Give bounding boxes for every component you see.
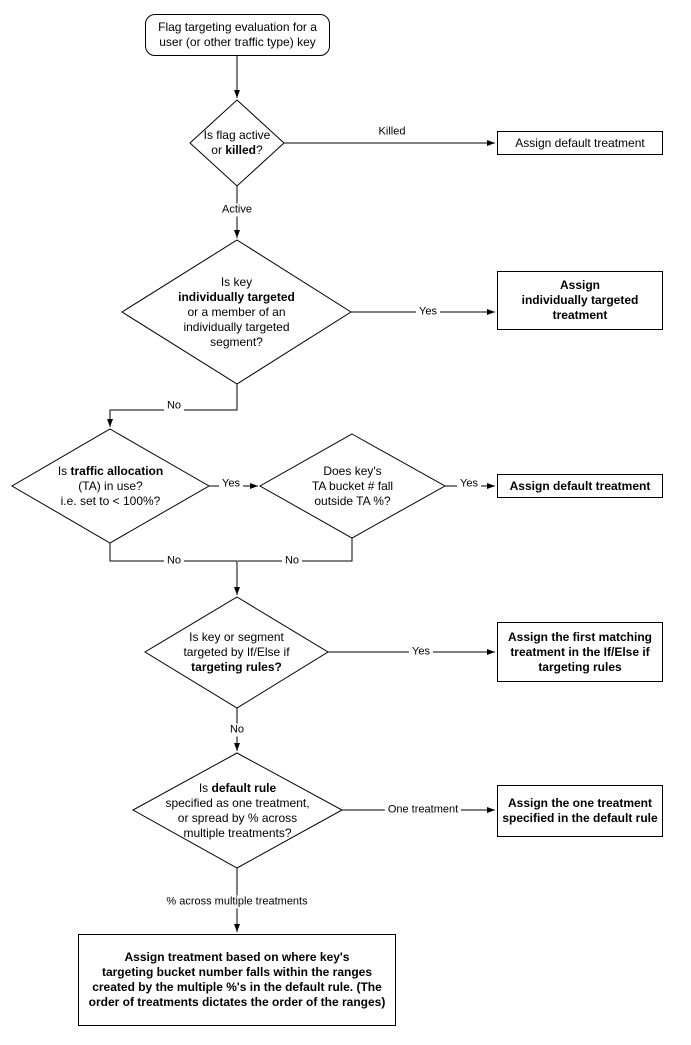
- decision-default-rule: Is default rule specified as one treatme…: [133, 753, 342, 868]
- decision-ta-bucket: Does key's TA bucket # fall outside TA %…: [260, 434, 445, 538]
- edge-traffic-allocation-no-merge: [109, 543, 240, 595]
- node-text-line: Assign default treatment: [515, 135, 645, 150]
- node-text: Assign default treatment: [515, 136, 644, 151]
- node-text-bold: targeting rules?: [191, 660, 282, 674]
- node-text-line: or spread by % across: [177, 810, 298, 825]
- node-text-line: targeted by If/Else if: [183, 645, 290, 659]
- node-text-line: Assign the first matching: [507, 629, 653, 644]
- node-text-line: treatment: [552, 308, 608, 322]
- assign-individually-targeted-treatment-node: Assign individually targeted treatment: [497, 271, 663, 330]
- node-text-line: targeting rules: [538, 659, 622, 674]
- node-text: Is key individually targeted or a member…: [178, 275, 295, 350]
- node-text-line: treatment in the If/Else if: [510, 644, 650, 659]
- edge-label-no-traffic-allocation: No: [163, 554, 185, 568]
- edge-label-no-targeting-rules: No: [226, 723, 248, 737]
- start-node: Flag targeting evaluation for a user (or…: [145, 14, 330, 56]
- node-text-line: Assign default treatment: [509, 478, 651, 493]
- node-text-line: Assign treatment based on where key's: [124, 950, 350, 964]
- node-text: Is flag active or killed?: [204, 128, 271, 158]
- node-text: Assign default treatment: [510, 479, 651, 494]
- edge-label-yes-traffic-allocation: Yes: [219, 477, 243, 491]
- edge-label-yes-individually-targeted: Yes: [416, 305, 440, 319]
- edge-label-yes-outside-ta: Yes: [457, 477, 481, 491]
- node-text-bold: individually targeted: [178, 289, 295, 304]
- node-text-line: (TA) in use?: [78, 478, 143, 493]
- node-text-bold: traffic allocation: [70, 463, 164, 478]
- decision-flag-active: Is flag active or killed?: [190, 100, 284, 186]
- node-text: Assign treatment based on where key's ta…: [89, 950, 386, 1010]
- node-text: Assign individually targeted treatment: [522, 278, 639, 323]
- diamond-targeting-rules-shape: [144, 596, 329, 709]
- node-text-line: i.e. set to < 100%?: [60, 493, 161, 508]
- node-text-line: individually targeted: [183, 319, 290, 334]
- node-text-line: or: [211, 143, 222, 157]
- edge-label-one-treatment: One treatment: [384, 803, 462, 817]
- node-text-line: specified in the default rule: [502, 811, 658, 825]
- node-text-bold: default rule: [211, 780, 277, 795]
- node-text: Assign the one treatment specified in th…: [502, 796, 657, 826]
- node-text-line: user (or other traffic type) key: [159, 35, 316, 49]
- edge-label-pct-across-multiple-treatments: % across multiple treatments: [163, 895, 311, 909]
- node-text-line: Does key's: [323, 463, 382, 478]
- decision-targeting-rules: Is key or segment targeted by If/Else if…: [145, 597, 328, 708]
- node-text-line: ?: [256, 143, 263, 157]
- decision-traffic-allocation: Is traffic allocation (TA) in use? i.e. …: [12, 429, 209, 543]
- assign-treatment-by-bucket-ranges-node: Assign treatment based on where key's ta…: [78, 934, 396, 1026]
- node-text-line: order of treatments dictates the order o…: [88, 995, 386, 1009]
- node-text: Flag targeting evaluation for a user (or…: [158, 20, 317, 50]
- edge-label-active: Active: [219, 203, 255, 217]
- diamond-default-rule-shape: [131, 752, 344, 869]
- node-text-line: specified as one treatment,: [165, 795, 310, 810]
- node-text-line: Assign the one treatment: [507, 796, 653, 810]
- assign-default-treatment-ta-node: Assign default treatment: [497, 474, 663, 498]
- node-text-line: Is key or segment: [189, 630, 284, 644]
- diamond-individually-targeted-shape: [121, 239, 352, 385]
- node-text-line: targeting bucket number falls within the…: [101, 965, 373, 979]
- node-text: Is key or segment targeted by If/Else if…: [183, 630, 289, 675]
- node-text-line: created by the multiple %'s in the defau…: [92, 980, 382, 994]
- edge-label-no-outside-ta: No: [281, 554, 303, 568]
- node-text: Is traffic allocation (TA) in use? i.e. …: [58, 464, 163, 509]
- node-text-line: Flag targeting evaluation for a: [158, 20, 317, 34]
- node-text-line: individually targeted: [521, 293, 639, 307]
- node-text-line: Is: [57, 463, 68, 478]
- diamond-flag-active-shape: [189, 99, 285, 187]
- edge-label-yes-targeting-rules: Yes: [409, 645, 433, 659]
- node-text-line: Is key: [220, 274, 253, 289]
- node-text-line: Assign: [559, 278, 600, 292]
- node-text: Is default rule specified as one treatme…: [165, 781, 309, 841]
- assign-first-matching-treatment-node: Assign the first matching treatment in t…: [497, 622, 663, 682]
- assign-default-treatment-killed-node: Assign default treatment: [497, 131, 663, 155]
- node-text-line: Is: [198, 780, 209, 795]
- node-text-line: or a member of an: [187, 304, 286, 319]
- node-text-bold: killed: [225, 143, 256, 157]
- edge-label-killed: Killed: [375, 125, 409, 139]
- node-text-line: TA bucket # fall: [311, 478, 394, 493]
- node-text-line: outside TA %?: [314, 493, 391, 508]
- assign-one-treatment-node: Assign the one treatment specified in th…: [497, 785, 663, 837]
- decision-individually-targeted: Is key individually targeted or a member…: [122, 240, 351, 384]
- node-text-line: segment?: [210, 334, 263, 349]
- node-text: Does key's TA bucket # fall outside TA %…: [312, 464, 393, 509]
- diamond-ta-bucket-shape: [258, 433, 447, 539]
- edge-outside-ta-no-merge: [238, 538, 353, 562]
- node-text: Assign the first matching treatment in t…: [508, 630, 652, 675]
- edge-label-no-individually-targeted: No: [163, 399, 185, 413]
- diamond-traffic-allocation-shape: [11, 428, 211, 544]
- node-text-line: multiple treatments?: [183, 825, 292, 840]
- node-text-line: Is flag active: [203, 128, 271, 142]
